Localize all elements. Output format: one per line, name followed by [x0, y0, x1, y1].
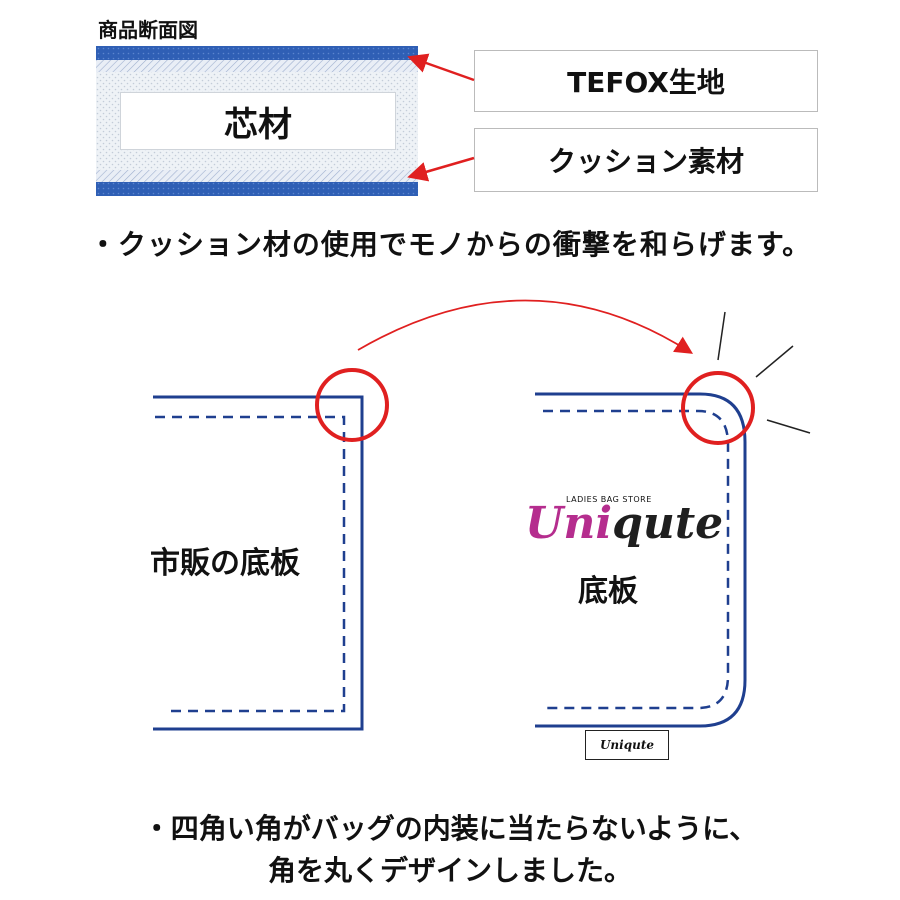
uniqute-board-label: 底板 — [578, 574, 638, 609]
comparison-arrow — [357, 299, 694, 354]
board-comparison-diagram — [153, 299, 811, 731]
commercial-board-label: 市販の底板 — [150, 546, 300, 581]
rounded-board-stitch — [543, 409, 730, 710]
cross-section-title: 商品断面図 — [98, 18, 198, 42]
logo-tagline: LADIES BAG STORE — [566, 495, 652, 504]
tefox-label-box: TEFOX生地 — [474, 50, 818, 112]
burst-line — [717, 311, 726, 361]
cushion-bottom-layer — [96, 170, 418, 182]
corner-caption-line1: ・四角い角がバッグの内装に当たらないように、 — [142, 812, 758, 845]
cushion-caption: ・クッション材の使用でモノからの衝撃を和らげます。 — [88, 228, 812, 261]
burst-line — [766, 419, 811, 434]
callout-arrows — [407, 53, 475, 182]
uniqute-logo: Uniqute — [525, 498, 723, 549]
core-material-label: 芯材 — [120, 92, 396, 150]
tefox-arrow — [407, 53, 475, 82]
logo-uni-text: Uni — [525, 498, 613, 549]
logo-rest-text: qute — [612, 498, 724, 549]
tefox-bottom-layer — [96, 182, 418, 196]
rounded-corner-highlight — [681, 371, 755, 445]
square-board-outline — [153, 395, 364, 731]
tefox-top-layer — [96, 46, 418, 60]
burst-line — [755, 345, 794, 378]
rounded-board-outline — [535, 392, 747, 728]
square-board-stitch — [155, 415, 346, 713]
brand-tag: Uniqute — [585, 730, 669, 760]
cushion-label-box: クッション素材 — [474, 128, 818, 192]
square-corner-highlight — [315, 368, 389, 442]
cushion-arrow — [407, 156, 475, 182]
corner-caption-line2: 角を丸くデザインしました。 — [267, 854, 632, 887]
corner-caption: ・四角い角がバッグの内装に当たらないように、 角を丸くデザインしました。 — [0, 808, 900, 892]
cushion-top-layer — [96, 60, 418, 72]
